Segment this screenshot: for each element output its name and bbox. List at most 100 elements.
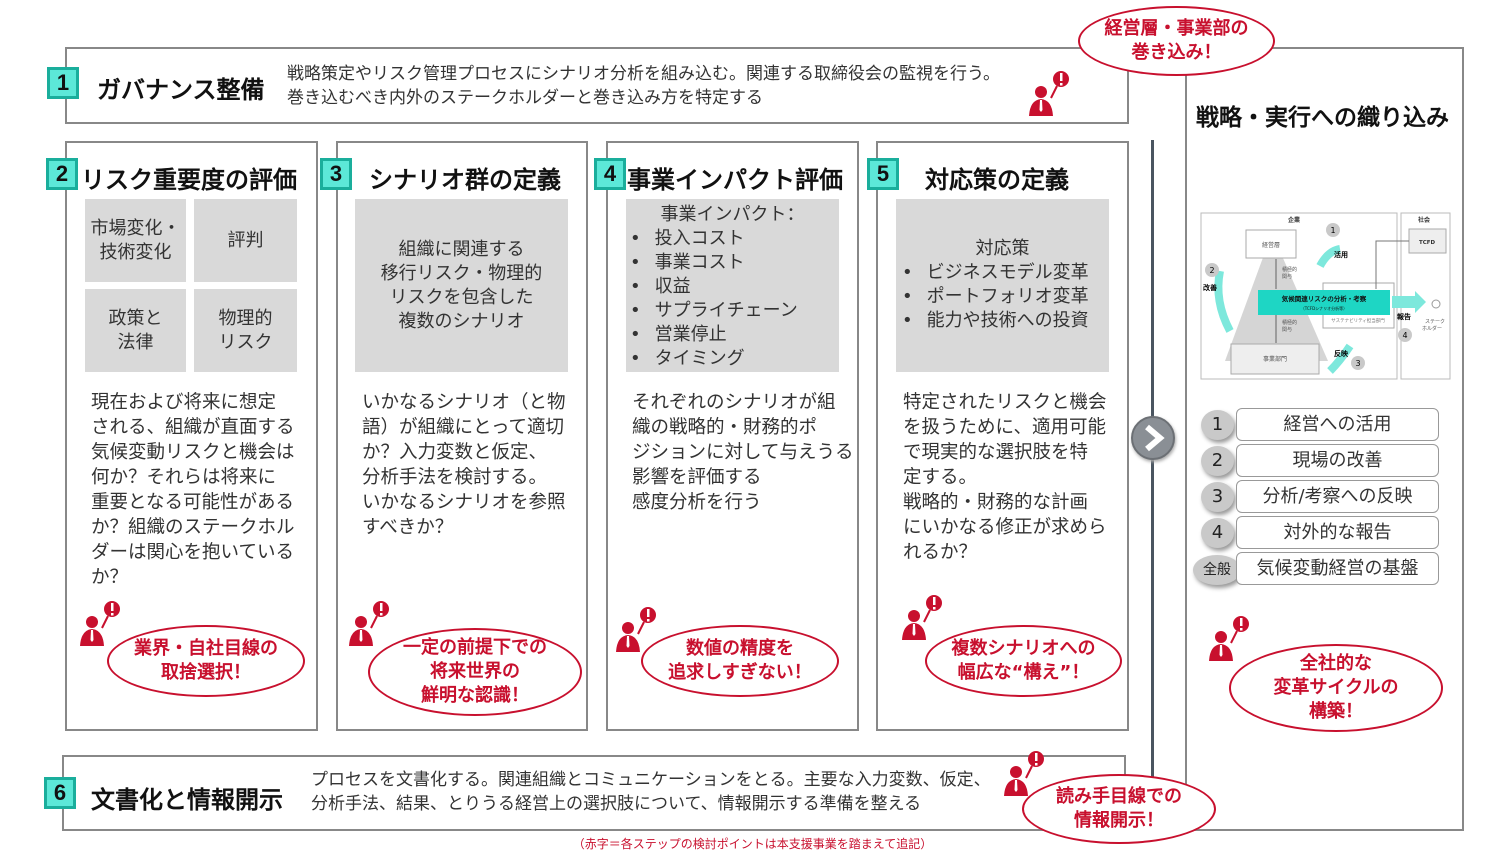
- improve-label: 改善: [1203, 283, 1217, 292]
- risk-cell-physical: 物理的リスク: [194, 289, 297, 372]
- gray-heading: 事業インパクト：: [660, 204, 805, 225]
- arrow-number-1: [1326, 223, 1340, 237]
- step2-badge: 2: [46, 158, 78, 190]
- callout-line: 全社的な: [1299, 653, 1372, 674]
- impact-item: 収益: [634, 275, 839, 299]
- body-line: を扱うために、適用可能: [903, 417, 1106, 438]
- arrow-number-text: 4: [1402, 331, 1407, 340]
- response-item: ビジネスモデル変革: [906, 261, 1109, 285]
- body-line: 語）が組織にとって適切: [362, 417, 565, 438]
- reflect-arrow: [1327, 343, 1354, 374]
- sustainability-dept-label: サステナビリティ担当部門: [1331, 317, 1385, 324]
- analysis-sublabel: （TCFDシナリオ分析等）: [1301, 305, 1347, 311]
- callout-line: 巻き込み！: [1131, 42, 1222, 63]
- tcfd-arrow: [1375, 240, 1409, 289]
- callout-line: 変革サイクルの: [1273, 677, 1399, 698]
- callout-line: 経営層・事業部の: [1104, 18, 1249, 39]
- body-line: いかなるシナリオ（と物: [362, 392, 566, 413]
- callout-line: 読み手目線での: [1056, 786, 1182, 807]
- person-alert-icon: [1207, 615, 1253, 665]
- item-reflect-analysis: 分析/考察への反映: [1236, 480, 1439, 513]
- body-line: にいかなる修正が求めら: [903, 517, 1107, 538]
- risk-cell-policy: 政策と法律: [85, 289, 186, 372]
- strategy-diagram: 企業 社会 経営層 事業部門 サステナビリティ担当部門 積極的 関与 積極的 関…: [1200, 212, 1451, 380]
- next-arrow-icon: [1131, 416, 1175, 460]
- step3-callout: 一定の前提下での将来世界の鮮明な認識！: [368, 628, 582, 716]
- item-external-report: 対外的な報告: [1236, 516, 1439, 549]
- improve-arrow: [1214, 270, 1234, 333]
- reflect-label: 反映: [1334, 349, 1349, 358]
- callout-line: 鮮明な認識！: [421, 685, 529, 706]
- body-line: すべきか？: [362, 517, 454, 538]
- risk-cell-market: 市場変化・技術変化: [85, 199, 186, 282]
- body-line: れるか？: [903, 542, 978, 563]
- item-number: 4: [1201, 518, 1234, 548]
- body-line: 分析手法を検討する。: [362, 467, 548, 488]
- cell-line: 物理的: [218, 307, 273, 329]
- impact-item: タイミング: [634, 347, 839, 371]
- callout-line: 取捨選択！: [161, 662, 251, 683]
- body-line: 何か？それらは将来に: [91, 467, 277, 488]
- callout-line: 幅広な“構え”！: [957, 662, 1090, 683]
- report-arrow: [1392, 291, 1426, 313]
- body-line: か？入力変数と仮定、: [362, 442, 548, 463]
- gray-line: 複数のシナリオ: [398, 310, 525, 332]
- arrow-number-text: 1: [1330, 226, 1335, 235]
- stakeholder-icon: [1431, 299, 1441, 309]
- step4-gray-box: 事業インパクト： 投入コスト事業コスト収益サプライチェーン営業停止タイミング: [626, 199, 839, 372]
- step2-callout: 業界・自社目線の取捨選択！: [107, 625, 305, 697]
- desc-line: 巻き込むべき内外のステークホルダーと巻き込み方を特定する: [287, 88, 763, 108]
- footnote: （赤字＝各ステップの検討ポイントは本支援事業を踏まえて追記）: [572, 837, 933, 851]
- arrow-number-4: [1398, 328, 1412, 342]
- body-line: 現在および将来に想定: [91, 392, 277, 413]
- step4-callout: 数値の精度を追求しすぎない！: [641, 625, 839, 697]
- callout-line: 情報開示！: [1074, 810, 1164, 831]
- body-line: 感度分析を行う: [632, 492, 762, 513]
- response-list: ビジネスモデル変革ポートフォリオ変革能力や技術への投資: [906, 261, 1109, 333]
- step3-body: いかなるシナリオ（と物語）が組織にとって適切か？入力変数と仮定、分析手法を検討す…: [362, 390, 566, 540]
- item-number: 2: [1201, 446, 1234, 476]
- step6-desc: プロセスを文書化する。関連組織とコミュニケーションをとる。主要な入力変数、仮定、…: [311, 768, 991, 816]
- arrow-number-2: [1205, 263, 1219, 277]
- engage-label: 関与: [1282, 273, 1292, 280]
- right-panel-title: 戦略・実行への織り込み: [1196, 105, 1449, 131]
- stakeholder-label: ホルダー: [1422, 325, 1442, 332]
- step5-badge: 5: [867, 158, 899, 190]
- impact-item: 投入コスト: [634, 227, 839, 251]
- step5-title: 対応策の定義: [925, 166, 1069, 194]
- desc-line: 戦略策定やリスク管理プロセスにシナリオ分析を組み込む。関連する取締役会の監視を行…: [287, 64, 1000, 84]
- body-line: か？組織のステークホル: [91, 517, 295, 538]
- analysis-box: [1258, 290, 1390, 315]
- step5-body: 特定されたリスクと機会を扱うために、適用可能で現実的な選択肢を特定する。戦略的・…: [903, 390, 1107, 565]
- item-number: 全般: [1193, 555, 1241, 585]
- step4-title: 事業インパクト評価: [627, 166, 843, 194]
- engage-label: 関与: [1282, 326, 1292, 333]
- callout-line: 数値の精度を: [685, 638, 794, 659]
- callout-line: 追求しすぎない！: [668, 662, 812, 683]
- person-alert-icon: [900, 594, 946, 644]
- cell-line: 法律: [117, 331, 154, 353]
- body-line: ダーは関心を抱いている: [91, 542, 294, 563]
- gray-line: 組織に関連する: [398, 238, 525, 260]
- step6-badge: 6: [44, 777, 76, 809]
- item-field-improvement: 現場の改善: [1236, 444, 1439, 477]
- step4-body: それぞれのシナリオが組織の戦略的・財務的ポジションに対して与えうる影響を評価する…: [632, 390, 853, 515]
- analysis-label: 気候関連リスクの分析・考察: [1282, 294, 1367, 303]
- step3-gray-box: 組織に関連する移行リスク・物理的リスクを包含した複数のシナリオ: [355, 199, 568, 372]
- response-item: 能力や技術への投資: [906, 309, 1109, 333]
- step5-gray-box: 対応策 ビジネスモデル変革ポートフォリオ変革能力や技術への投資: [896, 199, 1109, 372]
- cell-line: 市場変化・: [90, 217, 181, 239]
- step6-callout: 読み手目線での情報開示！: [1022, 774, 1216, 844]
- use-arrow: [1316, 245, 1341, 268]
- impact-item: 事業コスト: [634, 251, 839, 275]
- body-line: 織の戦略的・財務的ポ: [632, 417, 818, 438]
- step3-title: シナリオ群の定義: [369, 166, 561, 194]
- risk-cell-reputation: 評判: [194, 199, 297, 282]
- impact-item: 営業停止: [634, 323, 839, 347]
- body-line: 影響を評価する: [632, 467, 762, 488]
- step4-badge: 4: [594, 158, 626, 190]
- cell-line: 技術変化: [99, 241, 172, 263]
- step1-callout: 経営層・事業部の巻き込み！: [1078, 6, 1275, 76]
- body-line: いかなるシナリオを参照: [362, 492, 566, 513]
- step1-governance-box: [65, 47, 1129, 124]
